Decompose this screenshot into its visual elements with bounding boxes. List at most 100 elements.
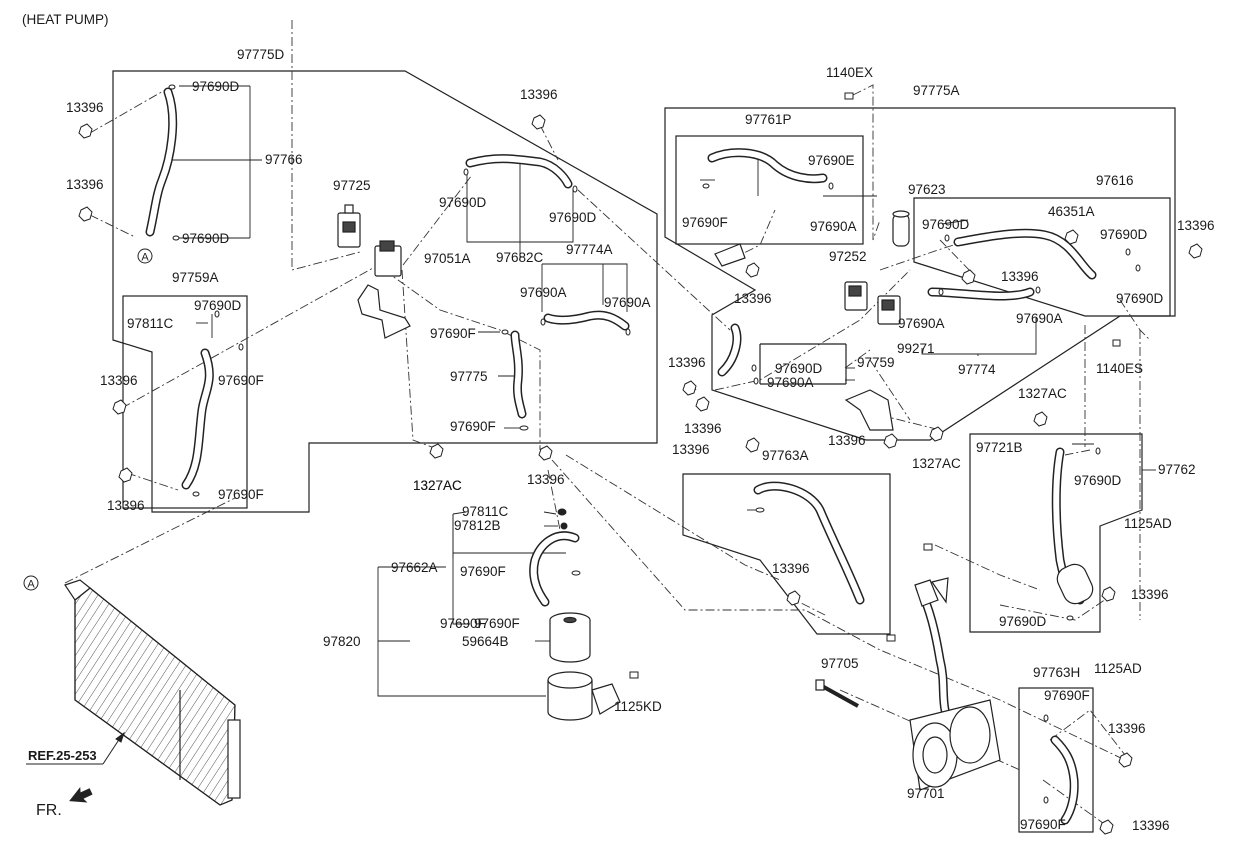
part-label: 97690D [922, 217, 970, 232]
part-label: 97690D [1074, 473, 1122, 488]
part-label: 13396 [527, 472, 565, 487]
part-label: 97775 [450, 369, 488, 384]
bolt-97705 [815, 679, 859, 708]
bracket-small [714, 243, 746, 267]
part-label: 13396 [684, 421, 722, 436]
part-label: 1327AC [413, 478, 462, 493]
callout-circles [23, 248, 153, 591]
condenser [64, 579, 241, 806]
front-arrow-icon [69, 787, 93, 803]
part-label: 1125AD [1094, 661, 1142, 676]
part-label: 97690F [1044, 688, 1090, 703]
part-label: 97690F [440, 616, 486, 631]
part-label: 97690D [999, 614, 1047, 629]
part-label: 46351A [1048, 204, 1095, 219]
part-label: 13396 [520, 87, 558, 102]
part-label: 1140ES [1096, 361, 1144, 376]
part-label: 97763A [762, 448, 809, 463]
part-label: 97774A [566, 242, 613, 257]
part-label: 97690D [439, 195, 487, 210]
part-label: 97252 [829, 249, 867, 264]
part-label: 1327AC [413, 478, 462, 493]
part-label: 97682C [496, 250, 544, 265]
part-label: 13396 [668, 355, 706, 370]
expansion-valve-97051A [374, 240, 402, 277]
bracket-97759 [844, 389, 894, 431]
part-label: 97690D [194, 298, 242, 313]
part-label: 97774 [958, 362, 996, 377]
components [64, 204, 1094, 806]
accumulator-97762 [1056, 563, 1094, 605]
receiver-drier-97820 [547, 612, 621, 721]
part-label: 97690F [682, 215, 728, 230]
part-label: 97616 [1096, 173, 1134, 188]
leader-lines [172, 85, 1156, 697]
part-label: 13396 [734, 291, 772, 306]
valve-99271 [877, 295, 901, 325]
reference-label: REF.25-253 [28, 748, 97, 763]
part-label: 99271 [897, 341, 935, 356]
bracket-left [357, 284, 411, 339]
part-label: 97811C [462, 504, 509, 519]
part-label: 97690A [520, 285, 567, 300]
part-label: 97705 [821, 656, 859, 671]
outline-97763A-group [682, 473, 891, 635]
part-label: 97690A [604, 295, 651, 310]
part-label: 97820 [323, 634, 361, 649]
part-label: 97725 [333, 178, 371, 193]
part-label: 97759A [172, 270, 219, 285]
part-label: 13396 [1131, 587, 1169, 602]
part-label: 13396 [66, 177, 104, 192]
reference-arrow [26, 731, 125, 765]
part-label: 97690A [810, 219, 857, 234]
part-label: 13396 [772, 561, 810, 576]
part-label: 97690F [218, 487, 264, 502]
part-label: 97690D [1100, 227, 1148, 242]
part-label: 97690F [474, 616, 520, 631]
outline-97763H-group [1018, 687, 1094, 833]
part-label: 13396 [1177, 218, 1215, 233]
part-label: 13396 [100, 373, 138, 388]
part-label: 1327AC [912, 456, 961, 471]
part-label: 1327AC [1018, 386, 1067, 401]
part-label: 97690E [808, 153, 855, 168]
expansion-valve-97725 [337, 204, 361, 248]
part-label: 97690F [460, 564, 506, 579]
part-label: 97766 [265, 152, 303, 167]
part-label: 97690D [549, 210, 597, 225]
part-label: 97690D [1116, 291, 1164, 306]
part-label: 97690D [182, 231, 230, 246]
part-label: 97690F [1020, 817, 1066, 832]
part-label: 97762 [1158, 462, 1196, 477]
part-label: 1140EX [826, 65, 874, 80]
part-label: 13396 [1001, 269, 1039, 284]
part-label: 97812B [454, 518, 501, 533]
outline-97775A-group [664, 107, 1176, 441]
outline-97775D-group [112, 70, 658, 513]
part-label: 97690A [767, 375, 814, 390]
part-label: 97775D [237, 47, 285, 62]
part-label: 13396 [107, 498, 145, 513]
page-title: (HEAT PUMP) [22, 12, 109, 27]
part-label: 97051A [424, 251, 471, 266]
part-label: 1125AD [1124, 516, 1172, 531]
part-label: 97759 [857, 355, 895, 370]
part-label: 97690D [192, 79, 240, 94]
part-label: 97690F [450, 419, 496, 434]
part-label: 97811C [127, 316, 174, 331]
sensor-97623 [892, 210, 910, 247]
group-outlines [112, 70, 1176, 833]
part-label: 97721B [976, 440, 1023, 455]
callout-a-label-1: A [141, 252, 149, 264]
part-label: 97701 [907, 786, 945, 801]
valve-97252 [844, 281, 868, 311]
fittings [78, 84, 1203, 835]
callout-a-label-2: A [27, 579, 35, 591]
part-label: 59664B [462, 634, 509, 649]
part-label: 97763H [1033, 665, 1081, 680]
part-label: 1125KD [614, 699, 662, 714]
part-label: 13396 [1108, 721, 1146, 736]
outline-97616-group [913, 197, 1171, 317]
part-label: 97690F [218, 373, 264, 388]
